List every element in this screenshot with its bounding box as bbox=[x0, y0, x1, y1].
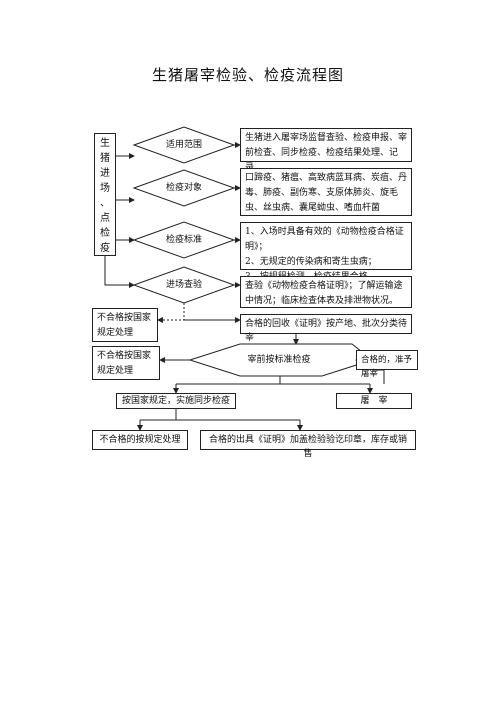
page-title: 生猪屠宰检验、检疫流程图 bbox=[151, 66, 344, 84]
unqualified-box-3: 不合格的按规定处理 bbox=[92, 430, 188, 450]
standard-description-box: 1、入场时具备有效的《动物检疫合格证明》； 2、无规定的传染病和寄生虫病； 3、… bbox=[240, 222, 412, 282]
final-qualified-box: 合格的出具《证明》加盖检验验讫印章，库存或销售 bbox=[200, 430, 416, 459]
diamond-scope-label: 适用范围 bbox=[165, 140, 202, 150]
left-column-char: 点 bbox=[100, 213, 110, 224]
diamond-pre-slaughter-label: 宰前按标准检疫 bbox=[247, 355, 311, 365]
diamond-standard-label: 检疫标准 bbox=[165, 235, 202, 245]
recycle-box: 合格的回收《证明》按产地、批次分类待宰 bbox=[240, 314, 412, 343]
left-column-box: 生 猪 进 场 、 点 检 疫 bbox=[94, 133, 116, 256]
sync-inspection-box: 按国家规定，实施同步检疫 bbox=[116, 393, 236, 409]
left-column-char: 、 bbox=[100, 198, 110, 209]
unqualified-box-1: 不合格按国家规定处理 bbox=[92, 308, 158, 342]
arrow-to-entry bbox=[104, 256, 135, 288]
left-column-char: 疫 bbox=[100, 243, 110, 254]
qualified-slaughter-box: 合格的，准予屠宰 bbox=[356, 350, 418, 379]
arrow-to-unqualified-1 bbox=[157, 303, 185, 323]
standard-line: 2、无规定的传染病和寄生虫病； bbox=[245, 257, 377, 267]
slaughter-box: 屠 宰 bbox=[336, 393, 412, 409]
diamond-entry-label: 进场查验 bbox=[165, 280, 202, 290]
left-column-char: 检 bbox=[100, 228, 110, 239]
unqualified-box-2: 不合格按国家规定处理 bbox=[92, 346, 160, 380]
scope-description-box: 生猪进入屠宰场监督查验、检疫申报、宰前检查、同步检疫、检疫结果处理、记录。 bbox=[240, 128, 412, 173]
left-column-char: 生 bbox=[100, 138, 110, 149]
left-column-char: 进 bbox=[100, 168, 110, 179]
objects-description-box: 口蹄疫、猪瘟、高致病蓝耳病、炭疽、丹毒、肺疫、副伤寒、支原体肺炎、旋毛虫、丝虫病… bbox=[240, 168, 412, 216]
left-column-char: 场 bbox=[100, 183, 110, 194]
standard-line: 1、入场时具备有效的《动物检疫合格证明》； bbox=[245, 227, 404, 252]
entry-description-box: 查验《动物检疫合格证明》；了解运输途中情况；临床检查体表及排泄物状况。 bbox=[240, 276, 412, 308]
diamond-objects-label: 检疫对象 bbox=[165, 183, 202, 193]
left-column-char: 猪 bbox=[100, 153, 110, 164]
